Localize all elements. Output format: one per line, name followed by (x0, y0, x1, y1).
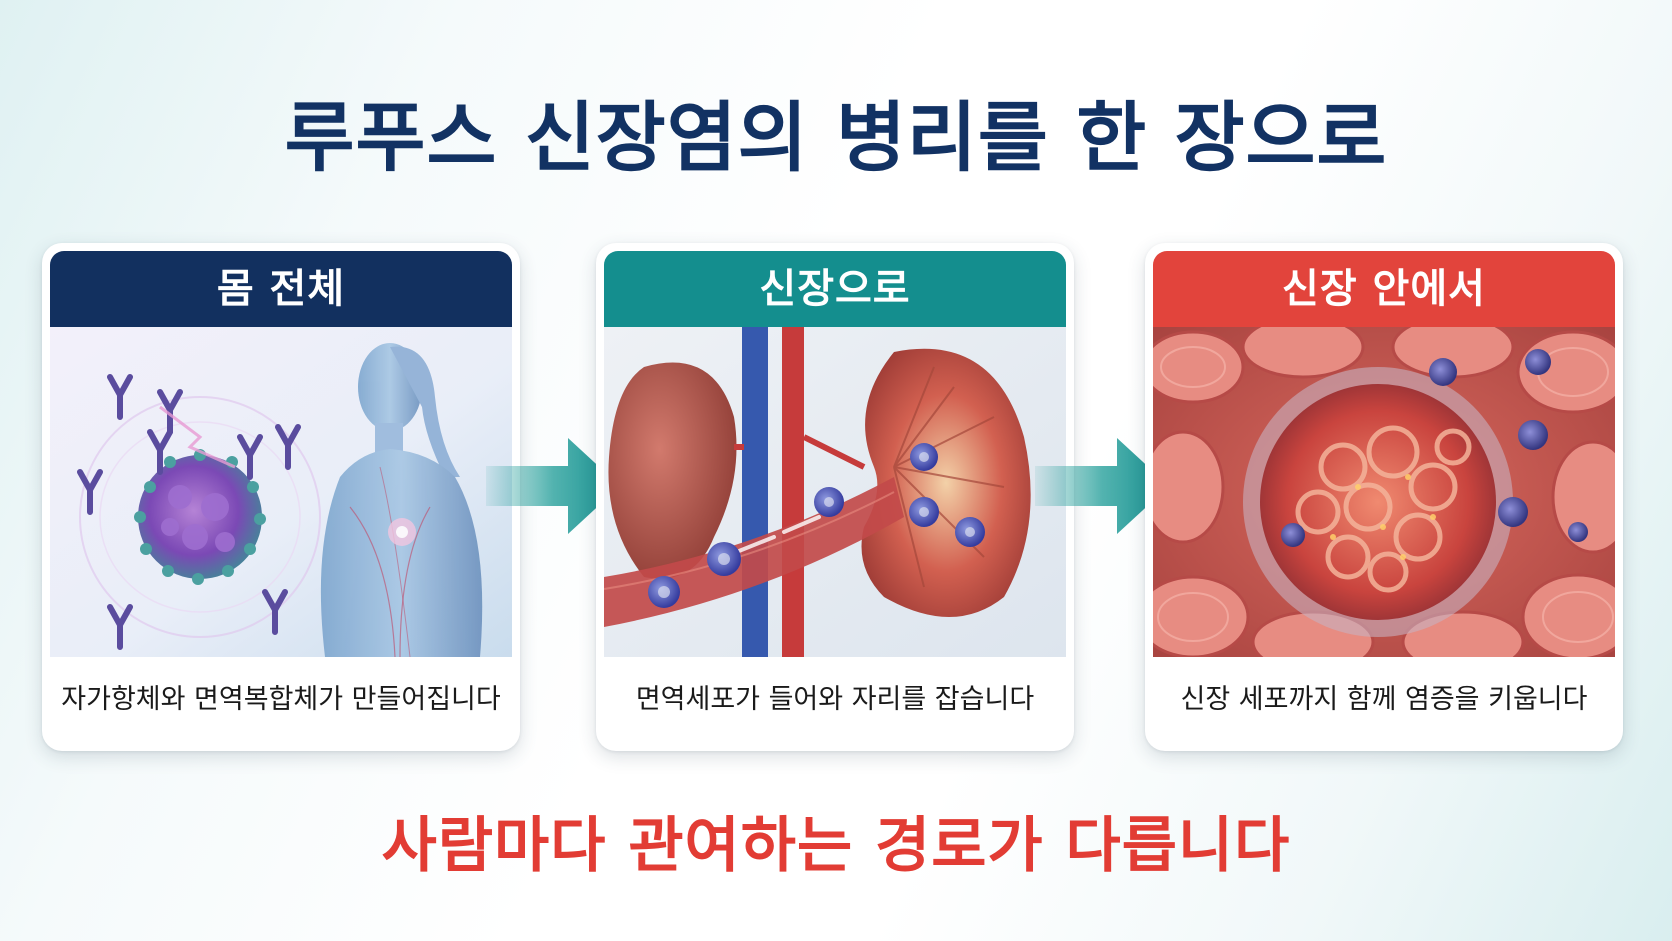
card-caption: 자가항체와 면역복합체가 만들어집니다 (61, 684, 501, 715)
footer-note: 사람마다 관여하는 경로가 다릅니다 (381, 811, 1291, 881)
kidney-illustration (604, 327, 1066, 657)
card-caption: 신장 세포까지 함께 염증을 키웁니다 (1180, 684, 1588, 715)
stage-card-inside-kidney: 신장 안에서 (1145, 243, 1623, 751)
arrow-right-icon (1035, 438, 1169, 534)
arrow-right-icon (486, 438, 620, 534)
glomerulus-inflammation-illustration (1153, 327, 1615, 657)
body-antibody-illustration (50, 327, 512, 657)
stage-card-whole-body: 몸 전체 (42, 243, 520, 751)
card-header: 몸 전체 (50, 251, 512, 327)
page-title: 루푸스 신장염의 병리를 한 장으로 (284, 93, 1388, 182)
card-caption: 면역세포가 들어와 자리를 잡습니다 (635, 684, 1035, 715)
stage-card-kidney-entry: 신장으로 (596, 243, 1074, 751)
card-header: 신장 안에서 (1153, 251, 1615, 327)
card-header: 신장으로 (604, 251, 1066, 327)
